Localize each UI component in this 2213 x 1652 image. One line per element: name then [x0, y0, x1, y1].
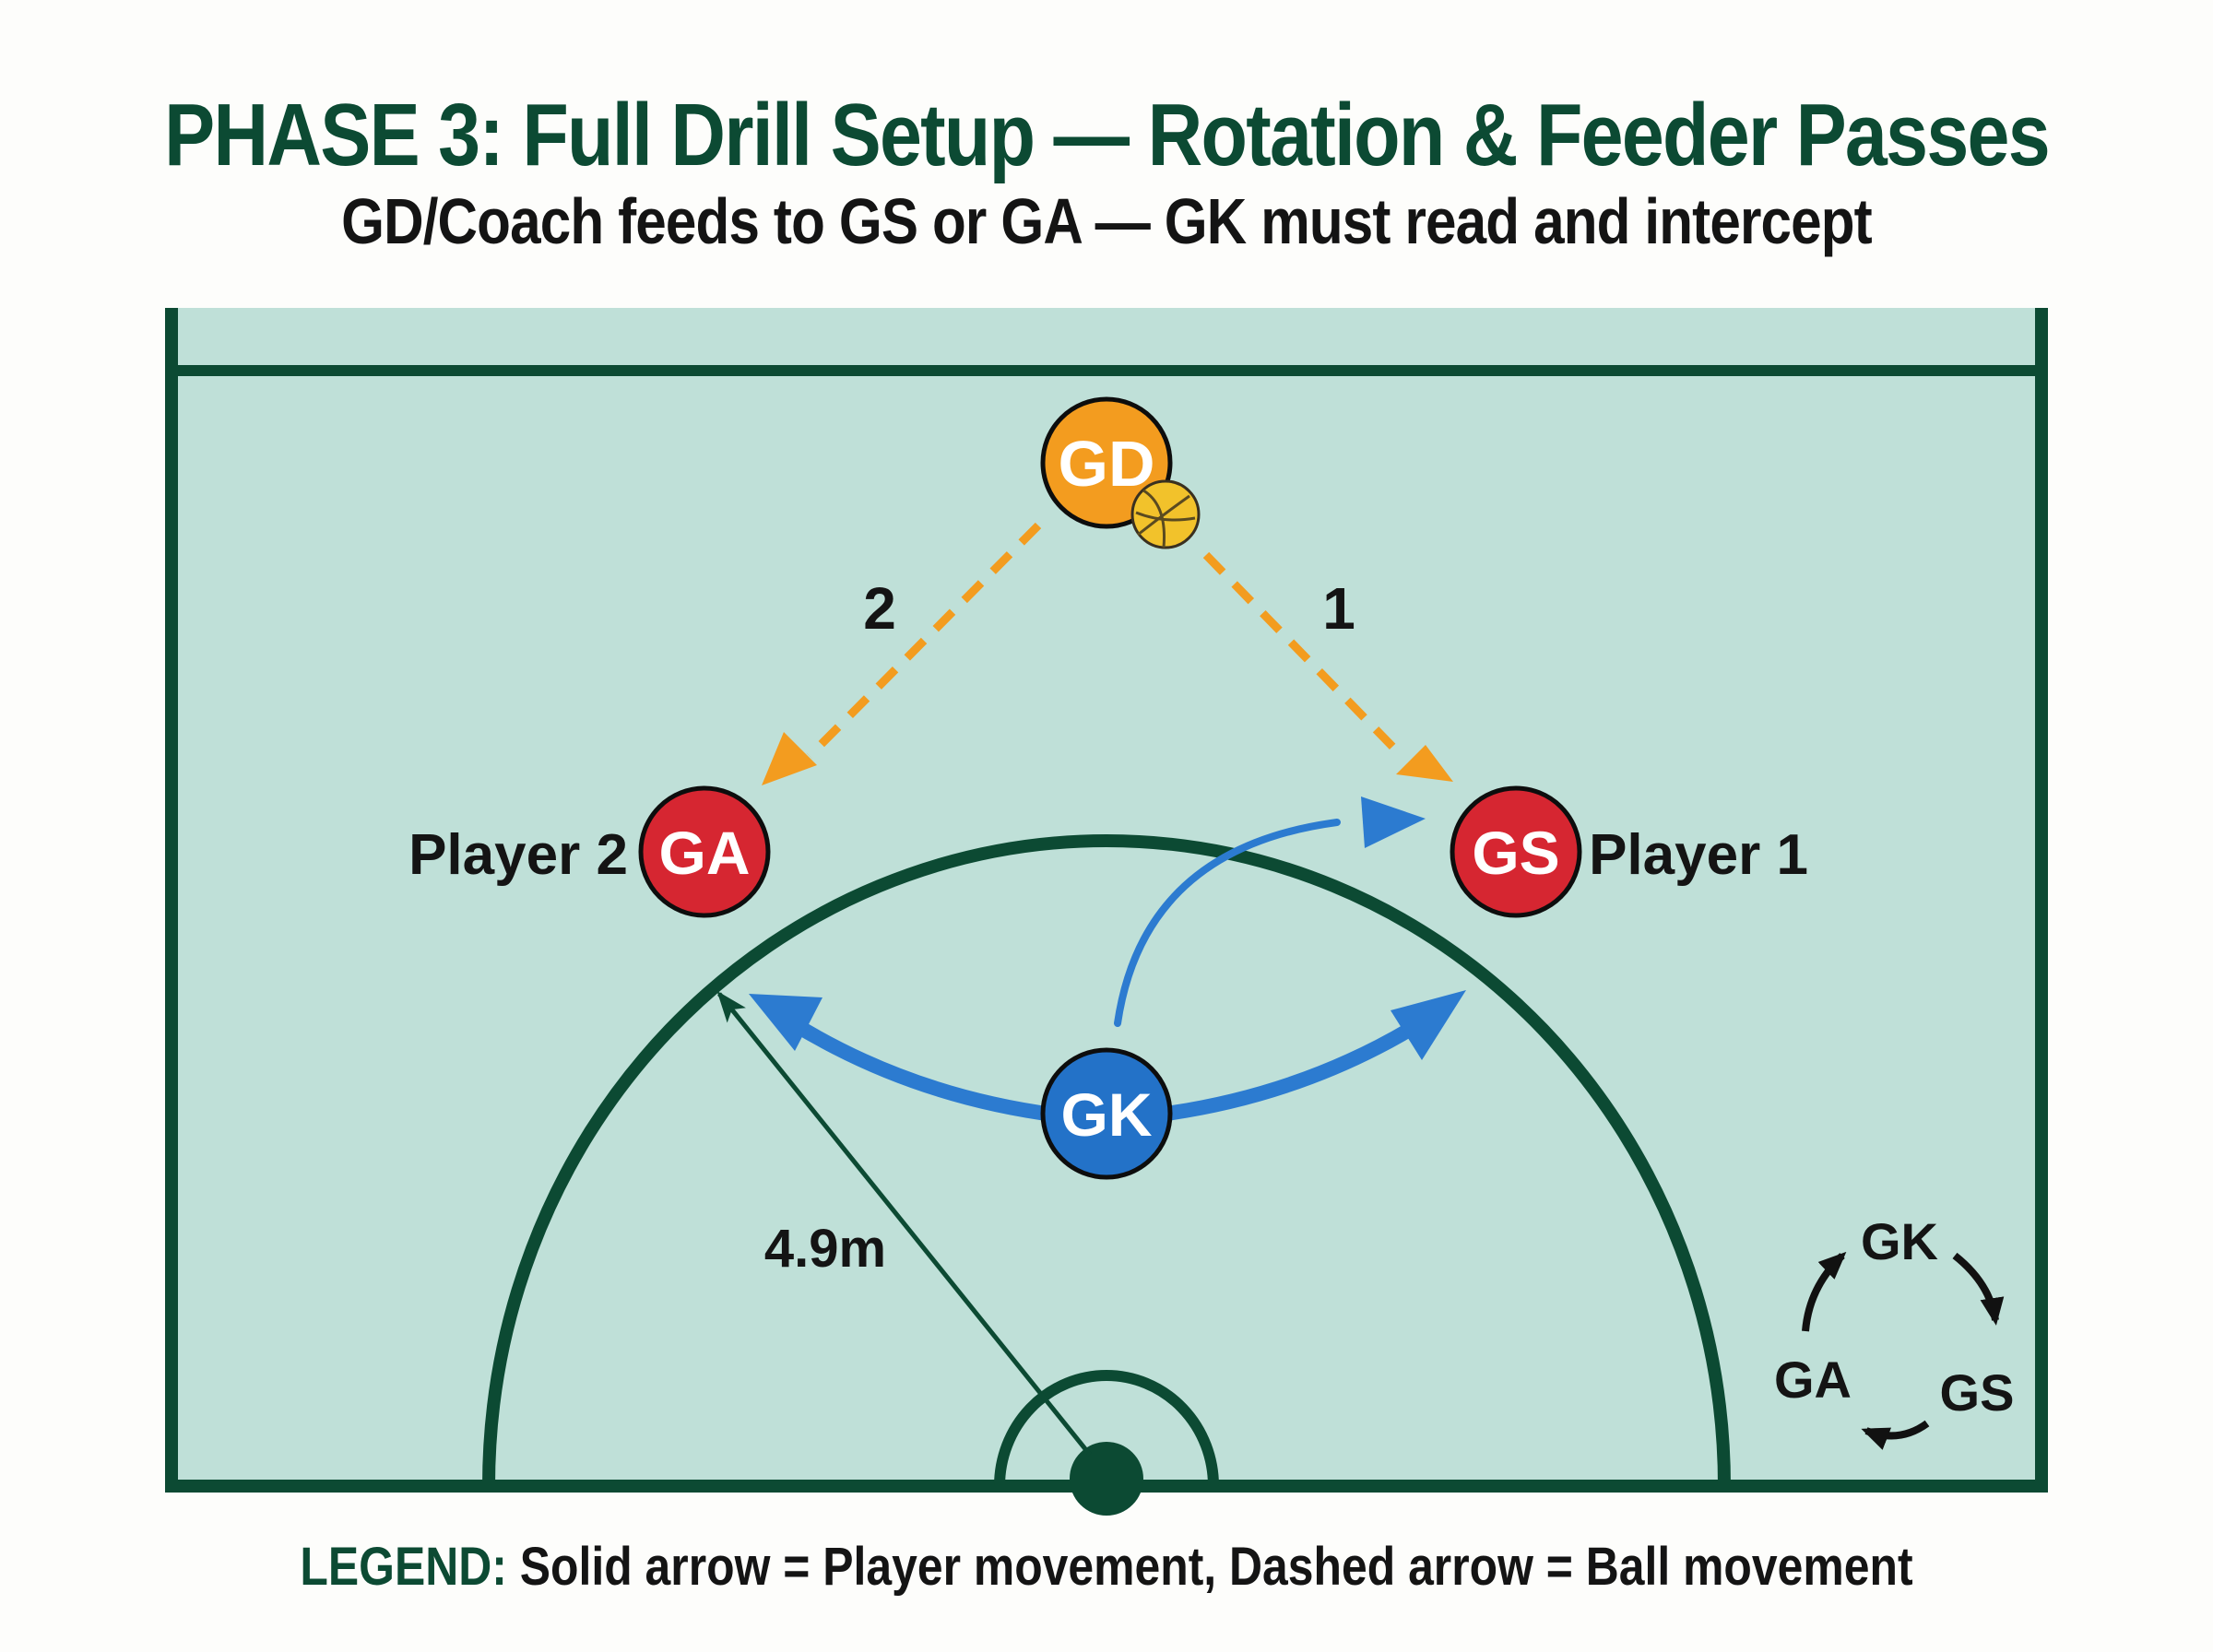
rotation-right-label: GS: [1940, 1363, 2015, 1422]
player-gs-name: Player 1: [1589, 823, 1808, 887]
rotation-top-label: GK: [1861, 1212, 1938, 1270]
legend-key: LEGEND:: [300, 1537, 507, 1597]
gk-move-arrow-left: [786, 1016, 1068, 1123]
player-ga-label: GA: [659, 819, 751, 887]
pass-arrow-to-ga: [806, 522, 1042, 760]
player-gk: GK: [1040, 1047, 1173, 1180]
pass-number-to-ga: 2: [863, 575, 896, 642]
legend: LEGEND: Solid arrow = Player movement, D…: [155, 1536, 2058, 1598]
player-gs: GS: [1450, 785, 1582, 918]
goal-post: [1070, 1442, 1143, 1516]
netball-icon: [1130, 479, 1201, 549]
rotation-cycle-icon: GK GS GA: [1774, 1212, 2015, 1450]
radius-label: 4.9m: [764, 1219, 886, 1279]
rotation-left-label: GA: [1774, 1351, 1852, 1409]
player-ga-name: Player 2: [408, 823, 628, 887]
player-gd-label: GD: [1059, 428, 1155, 500]
gk-move-arrow-to-gs: [1114, 819, 1341, 1027]
player-gs-label: GS: [1472, 819, 1559, 887]
gk-move-arrowhead-right: [1391, 990, 1466, 1060]
shooting-circle: [482, 834, 1731, 1487]
gk-move-arrow-right: [1145, 1016, 1427, 1123]
pass-arrowhead-gs: [1396, 745, 1453, 782]
legend-text: Solid arrow = Player movement, Dashed ar…: [519, 1537, 1913, 1597]
pass-arrowhead-ga: [762, 732, 817, 785]
player-gk-label: GK: [1061, 1080, 1153, 1149]
radius-arrow: [716, 990, 1092, 1457]
player-ga: GA: [638, 785, 771, 918]
pass-number-to-gs: 1: [1322, 575, 1355, 642]
pass-arrow-to-gs: [1202, 551, 1405, 760]
gk-move-arrowhead-gs: [1361, 796, 1426, 848]
goal-post-semicircle: [994, 1370, 1219, 1487]
gk-move-arrowhead-left: [749, 994, 822, 1051]
page-subtitle: GD/Coach feeds to GS or GA — GK must rea…: [341, 185, 1873, 257]
page-title: PHASE 3: Full Drill Setup — Rotation & F…: [164, 86, 2051, 184]
